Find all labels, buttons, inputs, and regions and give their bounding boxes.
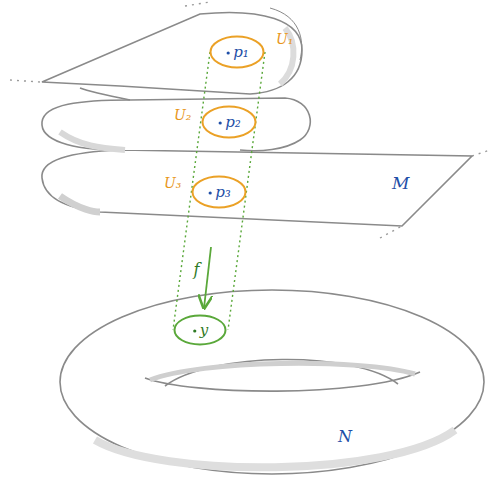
neighbourhood-disc: p₂ — [201, 105, 257, 139]
torus-surface — [60, 290, 484, 474]
ellipse-outline — [193, 177, 246, 208]
point-label: p₃ — [215, 184, 231, 201]
point-dot — [209, 191, 212, 194]
base-disc: y — [173, 314, 227, 346]
point-label: p₁ — [233, 44, 249, 61]
neighbourhood-disc: p₁ — [209, 35, 265, 69]
ellipse-outline — [175, 316, 226, 345]
point-label: p₂ — [225, 114, 241, 131]
neighbourhood-disc: p₃ — [191, 175, 247, 209]
point-dot — [227, 51, 230, 54]
continuation-marks — [10, 2, 490, 238]
projection-lines — [173, 52, 265, 330]
point-dot — [193, 329, 196, 332]
point-label: y — [200, 322, 208, 339]
map-label: f — [192, 261, 202, 279]
set-label: U₃ — [164, 176, 181, 191]
ellipse-outline — [211, 37, 264, 68]
space-label: M — [392, 174, 409, 193]
set-label: U₁ — [276, 32, 293, 47]
ellipse-outline — [203, 107, 256, 138]
space-label: N — [338, 428, 352, 446]
point-dot — [219, 121, 222, 124]
set-label: U₂ — [174, 108, 191, 123]
map-arrow — [204, 247, 211, 308]
